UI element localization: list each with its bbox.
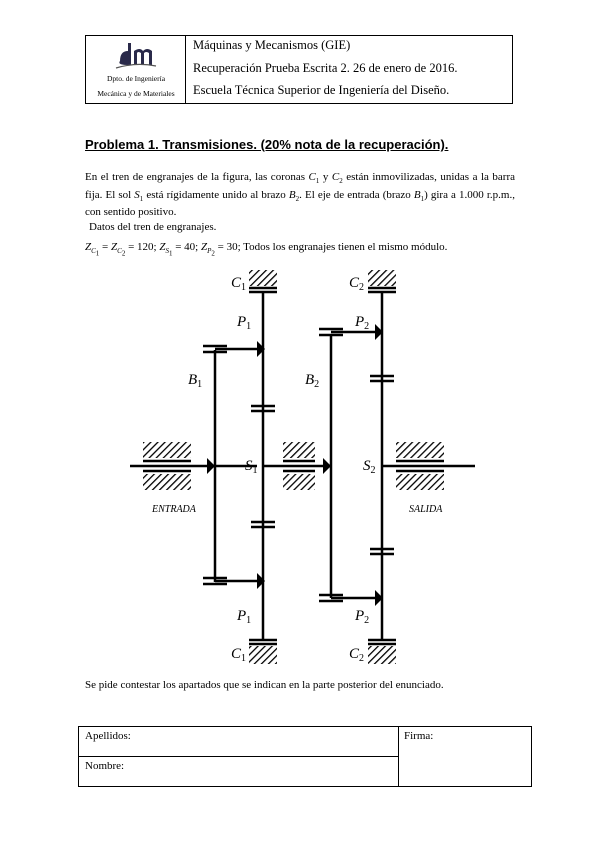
label-b1: B1 — [188, 372, 202, 390]
name-label: Nombre: — [85, 760, 125, 772]
label-b2: B2 — [305, 372, 319, 390]
label-p2-top: P2 — [354, 314, 369, 332]
dept-name-line2: Mecánica y de Materiales — [97, 89, 175, 98]
label-c1-bottom: C1 — [231, 646, 246, 664]
department-logo — [115, 43, 157, 69]
surname-label: Apellidos: — [85, 730, 131, 742]
label-p1-top: P1 — [236, 314, 251, 332]
problem-title: Problema 1. Transmisiones. (20% nota de … — [85, 137, 449, 152]
exam-header: Dpto. de Ingeniería Mecánica y de Materi… — [85, 35, 513, 104]
dept-name-line1: Dpto. de Ingeniería — [106, 74, 166, 83]
label-c2-top: C2 — [349, 275, 364, 293]
signature-label: Firma: — [404, 730, 434, 742]
label-p1-bottom: P1 — [236, 608, 251, 626]
data-label: Datos del tren de engranajes. — [89, 221, 217, 233]
ring-c1-top-ground — [249, 270, 277, 286]
student-form: Apellidos: Nombre: Firma: — [78, 726, 532, 787]
label-s2: S2 — [363, 458, 376, 476]
ring-c2-bottom-ground — [368, 646, 396, 664]
school-name: Escuela Técnica Superior de Ingeniería d… — [193, 83, 450, 97]
label-c1-top: C1 — [231, 275, 246, 293]
label-s1: S1 — [245, 458, 258, 476]
gear-train-diagram: C1 C2 P1 P2 B1 B2 S1 S2 P1 P2 C1 C2 ENTR… — [130, 270, 475, 664]
surname-field[interactable]: Apellidos: — [79, 727, 399, 757]
label-salida: SALIDA — [409, 504, 443, 515]
teeth-data: ZC1 = ZC2 = 120; ZS1 = 40; ZP2 = 30; Tod… — [85, 241, 448, 258]
name-field[interactable]: Nombre: — [79, 757, 399, 787]
label-c2-bottom: C2 — [349, 646, 364, 664]
course-name: Máquinas y Mecanismos (GIE) — [193, 38, 351, 52]
problem-statement: En el tren de engranajes de la figura, l… — [85, 171, 515, 219]
exam-name: Recuperación Prueba Escrita 2. 26 de ene… — [193, 61, 458, 75]
ring-c2-top-ground — [368, 270, 396, 286]
ring-c1-bottom-ground — [249, 646, 277, 664]
label-p2-bottom: P2 — [354, 608, 369, 626]
request-text: Se pide contestar los apartados que se i… — [85, 679, 444, 691]
label-entrada: ENTRADA — [151, 504, 197, 515]
logo-cell: Dpto. de Ingeniería Mecánica y de Materi… — [86, 36, 186, 103]
